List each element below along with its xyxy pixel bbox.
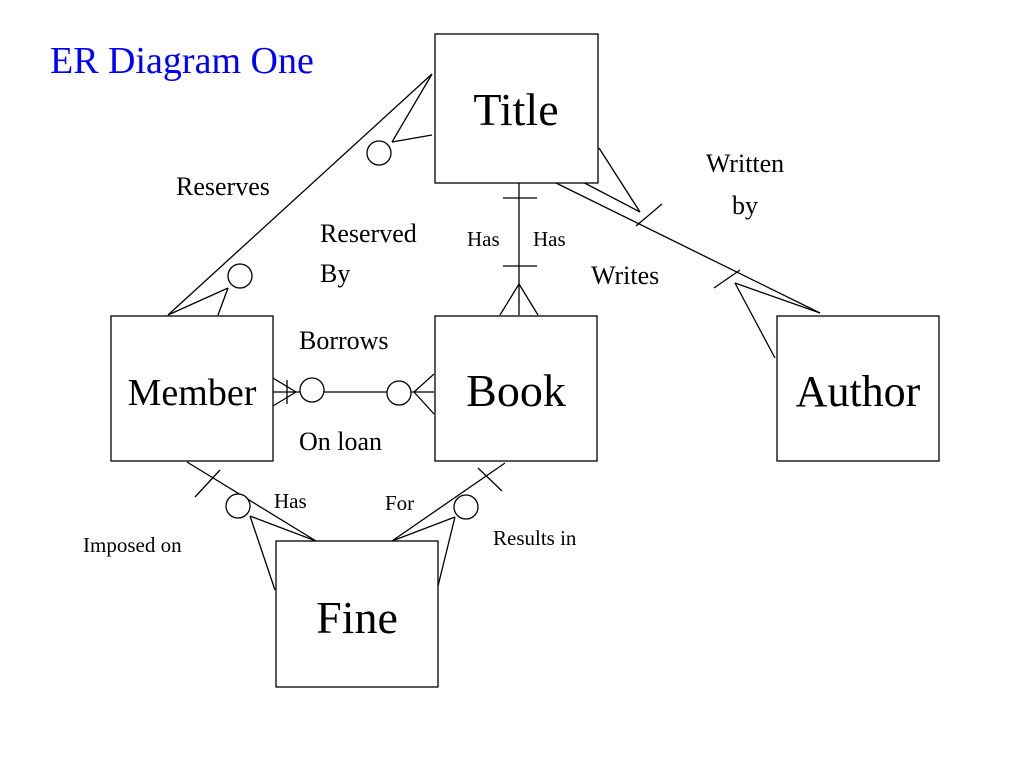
book-fine-relationship-line: [391, 462, 506, 591]
entity-author: Author: [776, 315, 940, 462]
label-reserves: Reserves: [176, 172, 270, 201]
label-written-by-line1: Written: [706, 149, 784, 178]
label-has-left: Has: [467, 227, 500, 251]
entity-title-label: Title: [473, 84, 558, 135]
entity-fine: Fine: [275, 540, 439, 688]
entity-member-label: Member: [128, 372, 257, 414]
entity-fine-label: Fine: [316, 592, 398, 643]
label-for: For: [385, 491, 414, 515]
member-fine-relationship-line: [186, 461, 317, 591]
entity-book: Book: [434, 315, 598, 462]
reserves-relationship-line: [167, 73, 433, 316]
label-member-has-fine: Has: [274, 489, 307, 513]
label-results-in: Results in: [493, 526, 577, 550]
borrows-relationship-line: [272, 373, 435, 415]
entity-member: Member: [110, 315, 274, 462]
label-reserved-by-line2: By: [320, 259, 350, 288]
label-writes: Writes: [591, 261, 659, 290]
label-written-by-line2: by: [732, 191, 758, 220]
label-borrows: Borrows: [299, 326, 389, 355]
label-on-loan: On loan: [299, 427, 382, 456]
entity-author-label: Author: [796, 367, 921, 416]
entity-book-label: Book: [466, 365, 566, 416]
written-by-relationship-line: [555, 147, 821, 359]
label-has-right: Has: [533, 227, 566, 251]
entity-title: Title: [434, 33, 599, 184]
label-imposed-on: Imposed on: [83, 533, 182, 557]
label-reserved-by-line1: Reserved: [320, 219, 417, 248]
slide-title: ER Diagram One: [50, 40, 314, 82]
has-copies-relationship-line: [499, 183, 539, 316]
